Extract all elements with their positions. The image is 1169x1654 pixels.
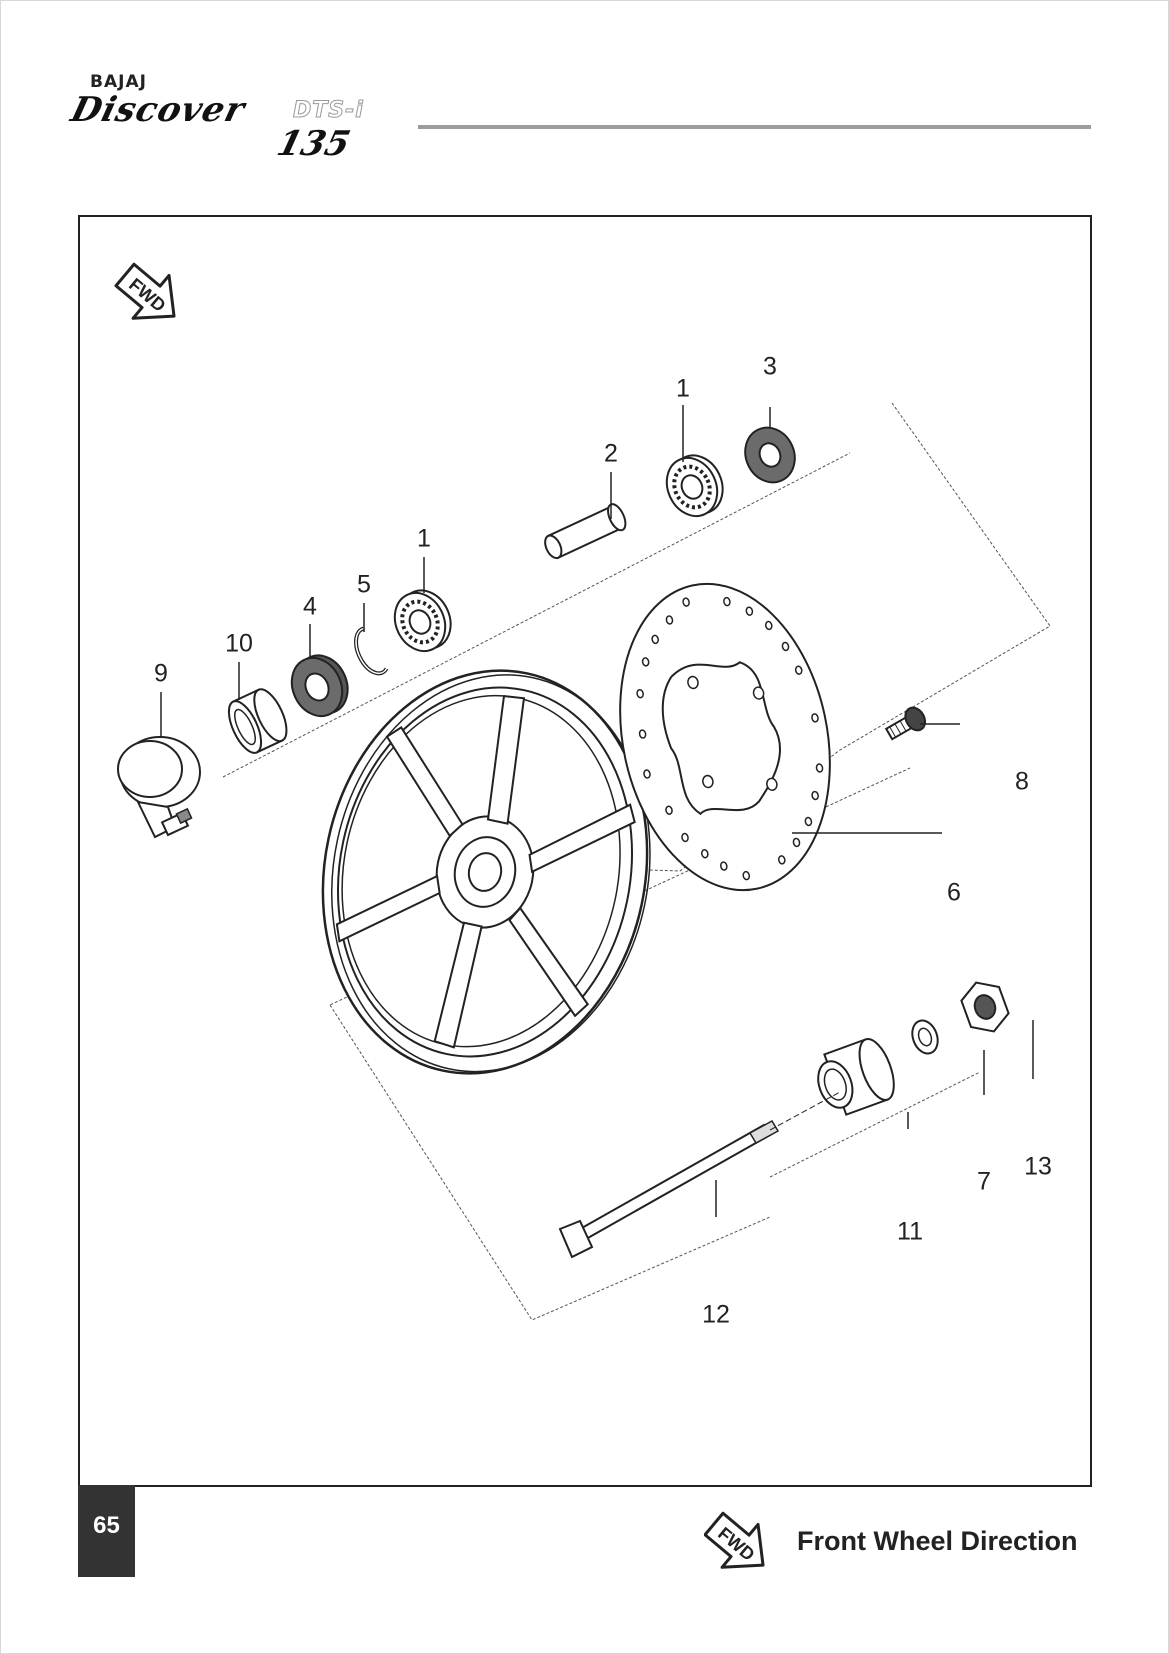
callout-speedometer-drive: 9 [154,659,168,688]
collar [544,503,627,560]
brand-logo: BAJAJ Discover DTS-i 135 [67,72,410,172]
brand-variant: DTS-i [293,98,364,124]
oil-seal-left [290,654,349,718]
exploded-diagram: FWD [114,262,1051,1321]
circlip [354,626,389,676]
brand-maker: BAJAJ [90,72,147,92]
brake-disc [619,582,831,892]
front-axle [558,1091,841,1259]
bearing-lower [393,589,452,653]
exploded-diagram-frame: FWD [78,215,1092,1487]
speedo-drive-retainer [227,688,288,754]
callout-speedo-drive-retainer: 10 [225,629,253,658]
callout-bearing-upper: 1 [676,374,690,403]
callout-oil-seal-right: 3 [763,352,777,381]
speedometer-drive [117,736,201,839]
header-rule [418,125,1091,129]
callout-axle-nut: 13 [1024,1152,1052,1181]
fwd-legend-text: Front Wheel Direction [797,1526,1078,1556]
callout-washer: 7 [977,1167,991,1196]
wheel-rim [321,669,651,1075]
callout-collar: 2 [604,439,618,468]
callout-spacer: 11 [897,1217,923,1246]
callout-brake-disc: 6 [947,878,961,907]
washer [911,1019,939,1055]
callout-brake-disc-bolt: 8 [1015,767,1029,796]
page-number-box: 65 [78,1485,135,1577]
axle-nut [960,981,1010,1033]
page-number: 65 [93,1512,120,1539]
spacer [817,1038,895,1116]
fwd-arrow-icon: FWD [114,262,176,320]
fwd-legend-icon: FWD [704,1511,765,1569]
bearing-upper [665,454,724,518]
leader-lines [160,405,1034,1217]
brand-displacement: 135 [273,124,354,164]
callout-oil-seal-left: 4 [303,592,317,621]
callout-front-axle: 12 [702,1300,730,1329]
callout-circlip: 5 [357,570,371,599]
oil-seal-right [744,426,796,484]
callout-bearing-lower: 1 [417,524,431,553]
brand-model: Discover [67,90,250,130]
